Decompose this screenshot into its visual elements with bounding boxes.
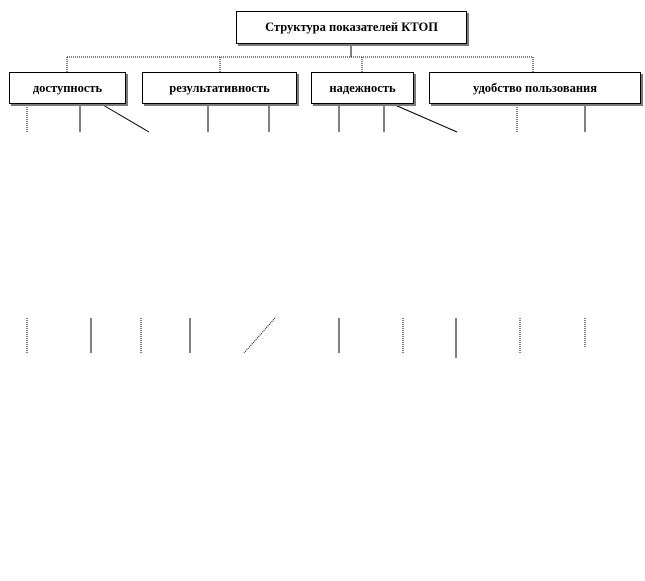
category-node-effectiveness: результативность: [142, 72, 297, 104]
root-node: Структура показателей КТОП: [236, 11, 467, 44]
category-label-accessibility: доступность: [32, 80, 103, 95]
category-label-reliability: надежность: [329, 80, 396, 95]
category-node-accessibility: доступность: [9, 72, 126, 104]
diagonal-branch-line: [394, 104, 458, 133]
lower-diagonal-fragment-line: [243, 317, 276, 354]
category-node-usability: удобство пользования: [429, 72, 641, 104]
diagonal-branch-line: [102, 104, 150, 133]
root-node-label: Структура показателей КТОП: [265, 20, 438, 35]
category-label-usability: удобство пользования: [473, 80, 597, 95]
category-node-reliability: надежность: [311, 72, 414, 104]
category-label-effectiveness: результативность: [169, 80, 270, 95]
